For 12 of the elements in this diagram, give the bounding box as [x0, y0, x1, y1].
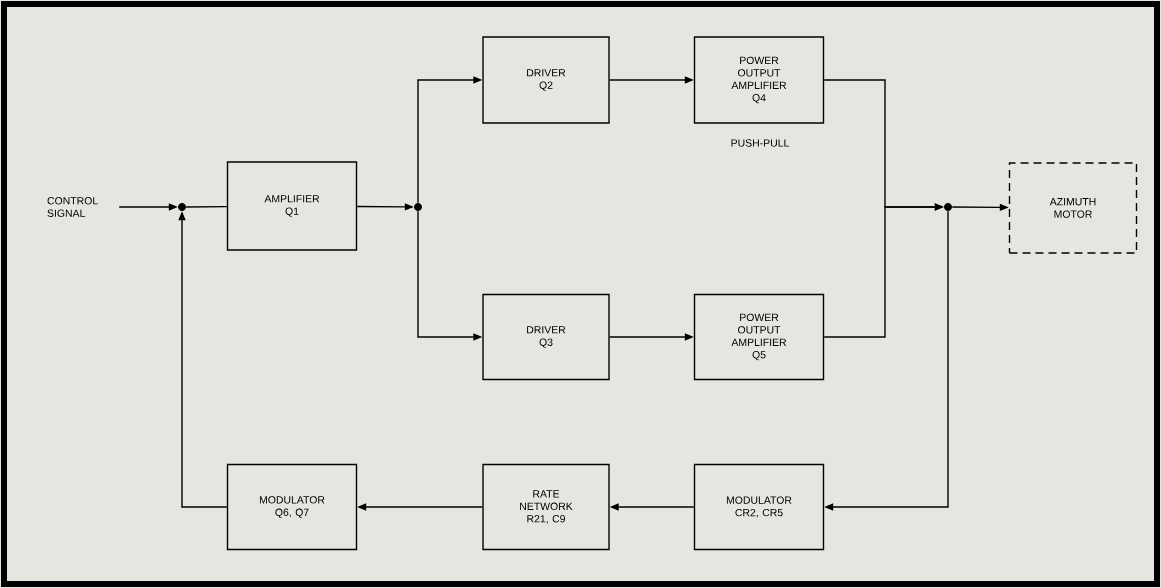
block-box: MODULATOR Q6, Q7	[226, 463, 358, 551]
signal-label: CONTROL SIGNAL	[47, 197, 98, 217]
connector-line	[185, 205, 228, 208]
block-box: DRIVER Q2	[482, 36, 610, 124]
block-box: POWER OUTPUT AMPLIFIER Q5	[693, 293, 825, 381]
note-label: PUSH-PULL	[731, 139, 789, 147]
block-box: RATE NETWORK R21, C9	[482, 463, 610, 551]
block-box: DRIVER Q3	[482, 293, 610, 381]
block-box: MODULATOR CR2, CR5	[693, 463, 825, 551]
block-box: POWER OUTPUT AMPLIFIER Q4	[693, 36, 825, 124]
motor-box: AZIMUTH MOTOR	[1008, 162, 1138, 254]
block-box: AMPLIFIER Q1	[226, 161, 358, 251]
